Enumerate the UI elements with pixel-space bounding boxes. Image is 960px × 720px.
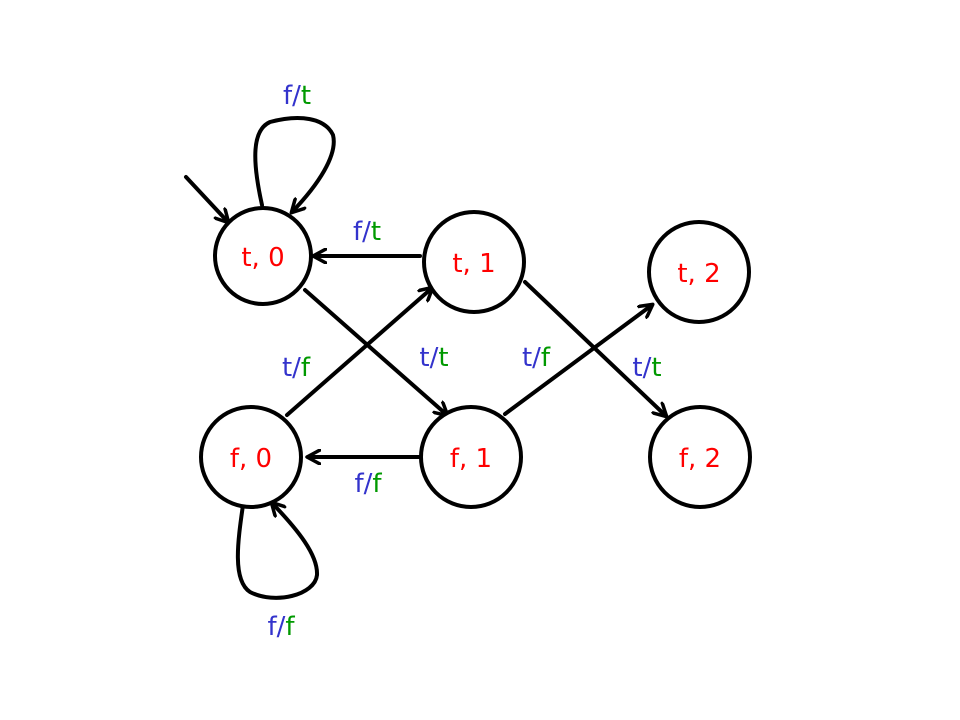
edge-f0-loop [235,503,320,600]
state-t2-circle [647,220,751,324]
edge-label-t0-loop: f/t [283,81,311,111]
state-f1-circle [419,405,523,509]
edge-label-separator: / [292,81,301,111]
state-f2: f, 2 [648,405,752,509]
edge-label-output: t [301,81,311,111]
edge-t1-to-f2 [523,280,666,416]
edge-label-output: t [371,217,381,247]
state-t1: t, 1 [422,210,526,314]
edge-label-separator: / [643,353,652,383]
edge-t0-loop [253,116,336,212]
state-f1: f, 1 [419,405,523,509]
edge-label-t0-to-f1: t/t [419,343,448,373]
edge-label-output: t [651,353,661,383]
state-t2: t, 2 [647,220,751,324]
state-t0: t, 0 [213,206,313,306]
edge-label-separator: / [532,343,541,373]
edge-label-f1-to-t2: t/f [522,343,551,373]
edge-label-input: t [522,343,532,373]
state-f1-label: f, 1 [450,444,492,474]
state-t1-circle [422,210,526,314]
edge-label-output: t [438,343,448,373]
edge-label-output: f [541,343,551,373]
edge-label-input: f [267,612,277,642]
state-t2-label: t, 2 [677,259,720,289]
edge-label-separator: / [277,612,286,642]
edge-f1-to-t2 [503,305,652,416]
edge-label-f0-loop: f/f [267,612,295,642]
edge-t0-to-f1 [303,288,447,415]
edge-label-separator: / [362,217,371,247]
state-t1-label: t, 1 [452,249,495,279]
edge-label-separator: / [292,353,301,383]
edge-label-output: f [285,612,295,642]
state-f0-circle [199,405,303,509]
state-f2-label: f, 2 [679,444,721,474]
state-f0: f, 0 [199,405,303,509]
state-f0-label: f, 0 [230,444,272,474]
edge-label-input: f [354,469,364,499]
state-f2-circle [648,405,752,509]
state-t0-circle [213,206,313,306]
edge-f0-to-t1 [285,288,432,417]
edge-label-input: f [283,81,293,111]
edge-label-t1-to-t0: f/t [353,217,381,247]
edge-label-output: f [301,353,311,383]
edge-label-input: t [282,353,292,383]
state-t0-label: t, 0 [241,243,284,273]
edge-label-input: t [632,353,642,383]
edge-label-f1-to-f0: f/f [354,469,382,499]
edge-label-input: t [419,343,429,373]
edge-label-t1-to-f2: t/t [632,353,661,383]
edge-label-separator: / [364,469,373,499]
edge-label-separator: / [430,343,439,373]
edge-label-f0-to-t1: t/f [282,353,311,383]
edge-label-output: f [372,469,382,499]
initial-arrow [184,175,228,222]
edge-label-input: f [353,217,363,247]
